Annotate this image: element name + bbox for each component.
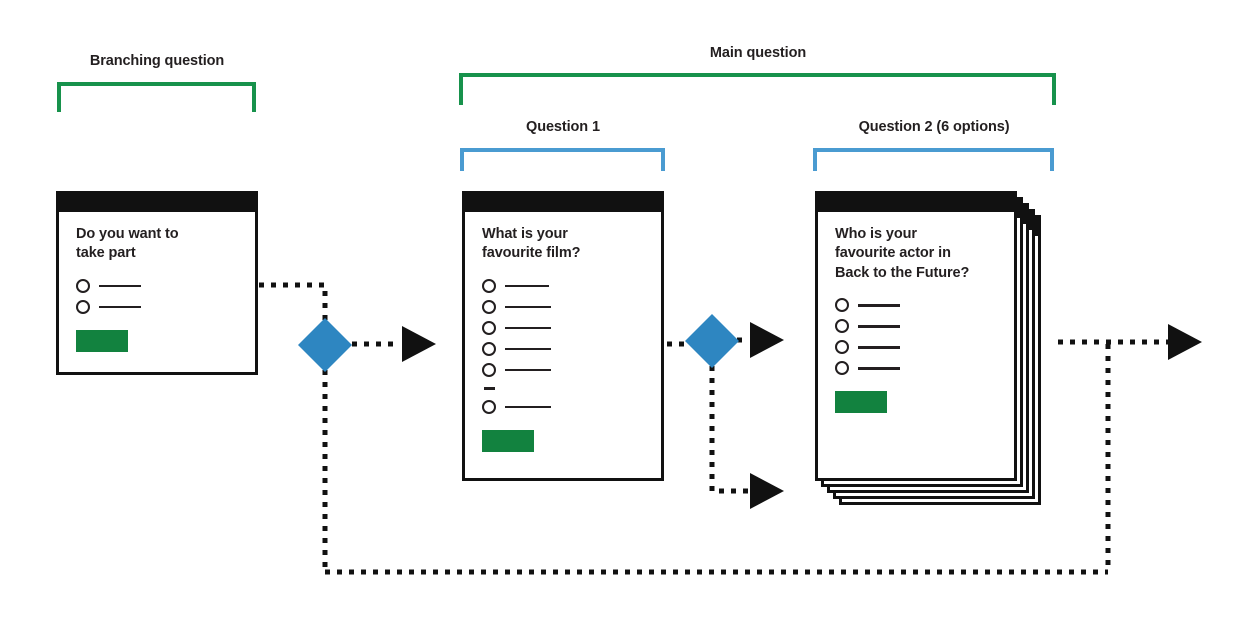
bracket-question-2 [813, 148, 1054, 171]
card-body: Who is your favourite actor in Back to t… [818, 212, 1014, 413]
radio-icon[interactable] [482, 321, 496, 336]
card-branching-question[interactable]: Do you want to take part [56, 191, 258, 375]
option-line [858, 304, 900, 307]
radio-icon[interactable] [76, 300, 90, 315]
option-line [505, 284, 549, 288]
card-body: Do you want to take part [59, 212, 255, 352]
option-row[interactable] [482, 318, 661, 339]
option-row[interactable] [482, 360, 661, 381]
label-branching-question: Branching question [89, 53, 225, 69]
option-line [858, 367, 900, 370]
submit-button[interactable] [835, 390, 887, 413]
card-body: What is your favourite film? [465, 212, 661, 452]
radio-icon[interactable] [482, 363, 496, 378]
option-row[interactable] [835, 337, 1014, 358]
radio-icon[interactable] [835, 319, 849, 334]
ellipsis-dash-icon [484, 387, 495, 390]
label-main-question: Main question [709, 45, 807, 61]
bracket-branching-question [57, 82, 256, 112]
card-question-1[interactable]: What is your favourite film? [462, 191, 664, 481]
option-row[interactable] [835, 316, 1014, 337]
card-header-bar [818, 194, 1014, 212]
radio-icon[interactable] [835, 298, 849, 313]
label-question-1: Question 1 [526, 119, 600, 135]
label-question-2: Question 2 (6 options) [858, 119, 1010, 135]
option-line [505, 347, 551, 351]
card-title-question-2: Who is your favourite actor in Back to t… [835, 226, 970, 281]
radio-icon[interactable] [482, 400, 496, 415]
submit-button[interactable] [76, 329, 128, 352]
arrowhead-lower-branch [750, 473, 784, 509]
bracket-main-question [459, 73, 1056, 105]
radio-icon[interactable] [482, 279, 496, 294]
decision-diamond-2[interactable] [685, 314, 739, 368]
option-row[interactable] [482, 297, 661, 318]
option-row[interactable] [482, 339, 661, 360]
bracket-question-1 [460, 148, 665, 171]
connector-decision2-lower-branch [709, 366, 748, 494]
submit-button[interactable] [482, 429, 534, 452]
options-ellipsis-break [482, 381, 661, 397]
option-row[interactable] [76, 276, 255, 297]
option-row[interactable] [835, 295, 1014, 316]
option-line [505, 305, 551, 309]
card-title-branching: Do you want to take part [76, 226, 179, 262]
card-title-question-1: What is your favourite film? [482, 226, 581, 262]
radio-icon[interactable] [482, 342, 496, 357]
radio-icon[interactable] [835, 361, 849, 376]
decision-diamond-1[interactable] [298, 318, 352, 372]
option-line [505, 405, 551, 409]
option-line [99, 284, 141, 288]
radio-icon[interactable] [482, 300, 496, 315]
card-header-bar [465, 194, 661, 212]
option-row[interactable] [482, 397, 661, 418]
radio-icon[interactable] [76, 279, 90, 294]
option-line [99, 305, 141, 309]
option-line [858, 325, 900, 328]
card-question-2[interactable]: Who is your favourite actor in Back to t… [815, 191, 1017, 481]
option-line [505, 326, 551, 330]
arrowhead-to-question-1 [402, 326, 436, 362]
option-line [505, 368, 551, 372]
radio-icon[interactable] [835, 340, 849, 355]
option-row[interactable] [76, 297, 255, 318]
arrowhead-to-question-2 [750, 322, 784, 358]
option-row[interactable] [482, 276, 661, 297]
option-line [858, 346, 900, 349]
arrowhead-exit [1168, 324, 1202, 360]
option-row[interactable] [835, 358, 1014, 379]
card-header-bar [59, 194, 255, 212]
